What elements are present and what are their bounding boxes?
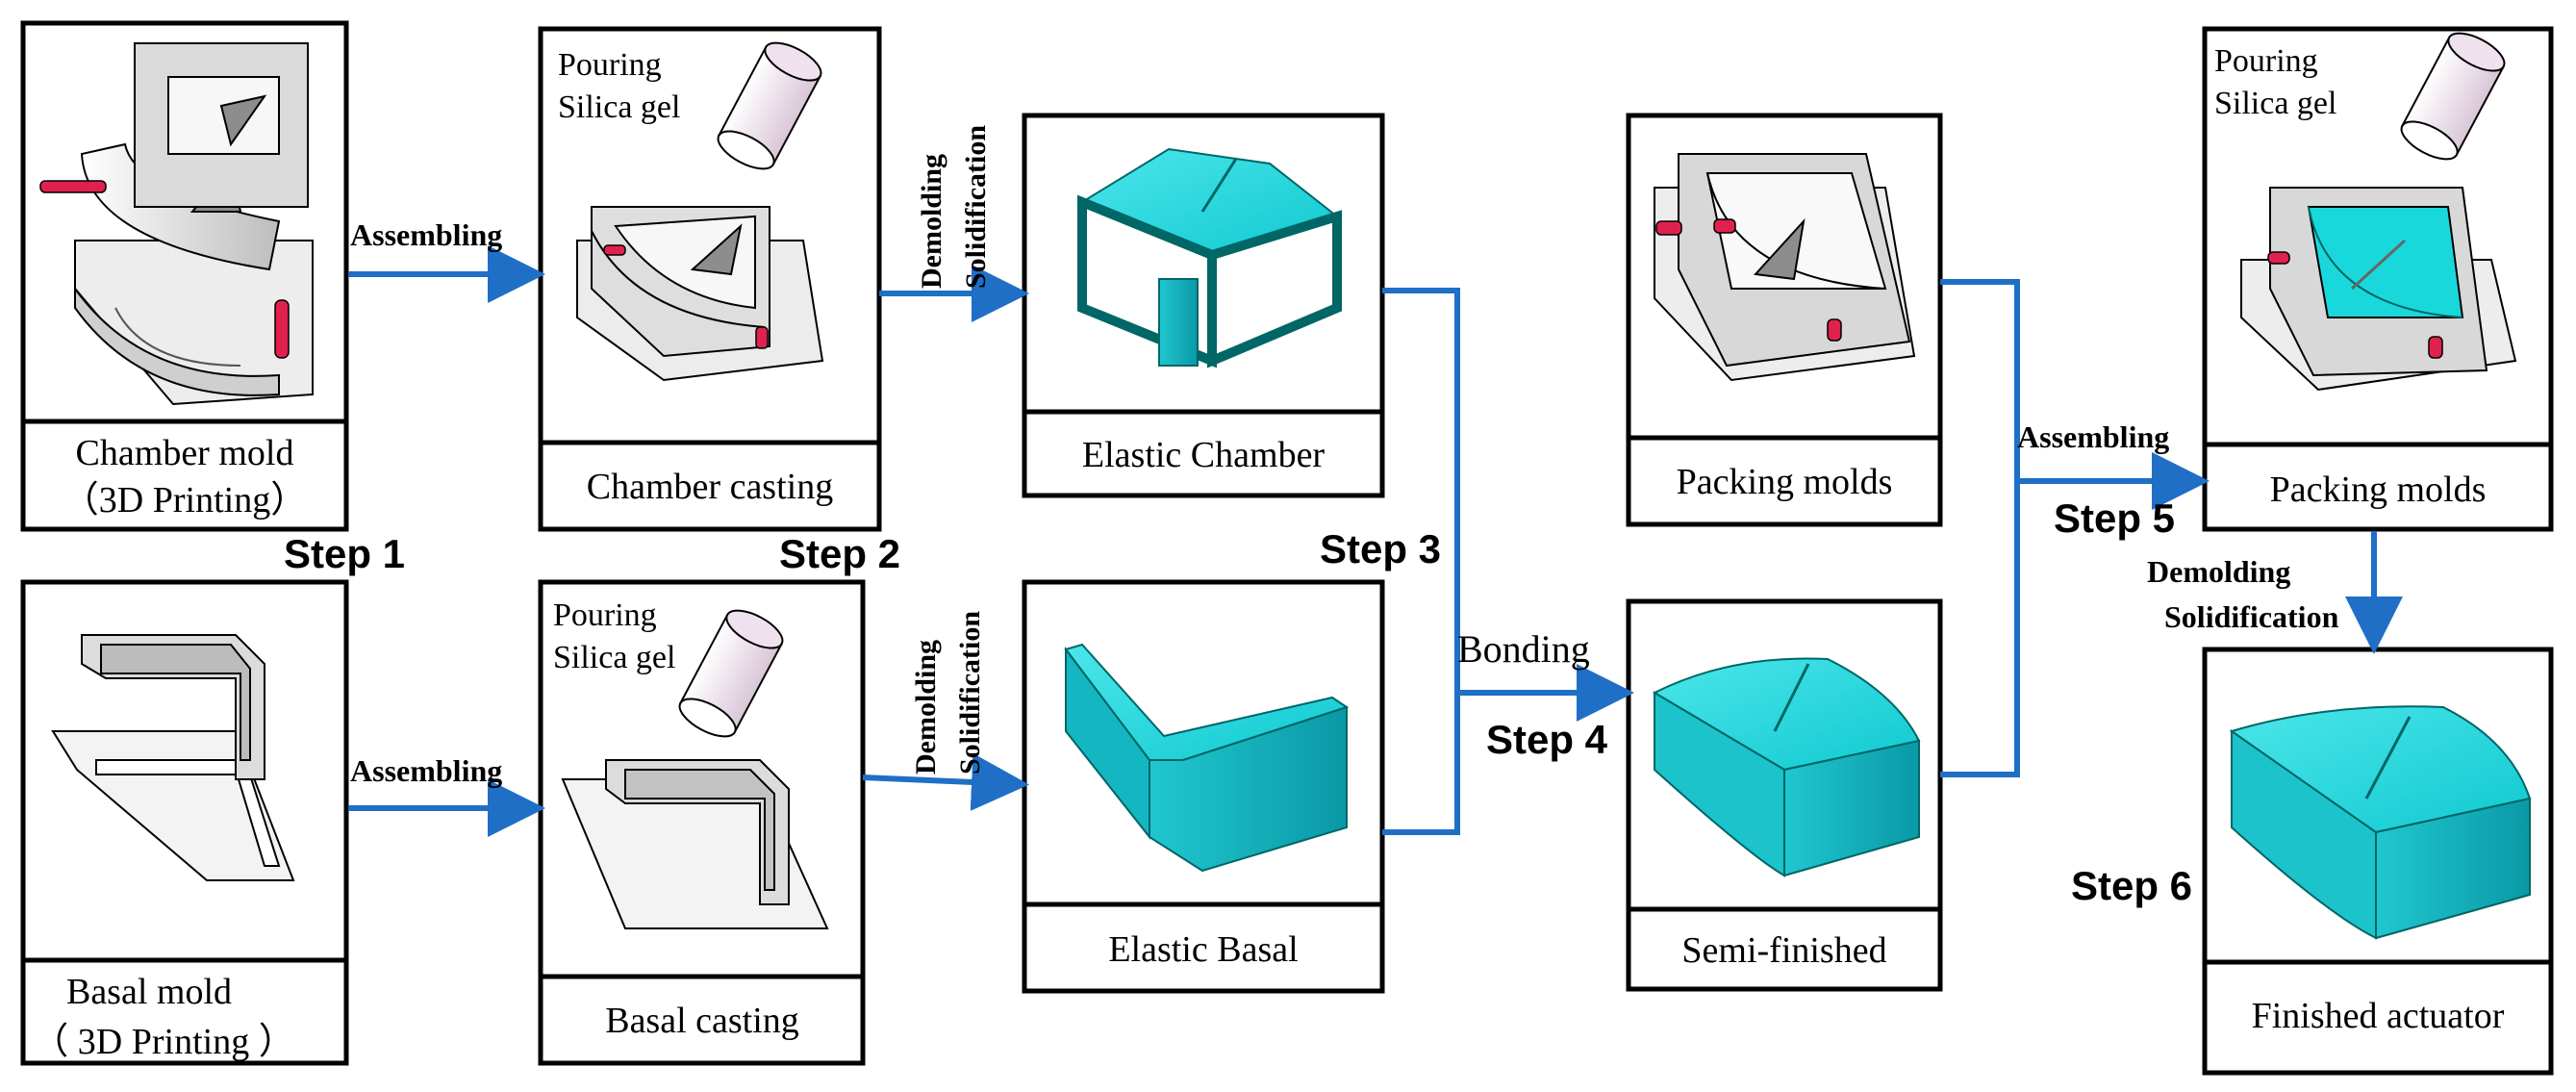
chamber-mold-label-2: （3D Printing） — [63, 480, 307, 521]
basal-mold-label-2: （ 3D Printing ） — [32, 1022, 294, 1062]
basal-mold-label-1: Basal mold — [66, 972, 232, 1012]
elastic-basal-label: Elastic Basal — [1108, 929, 1298, 970]
step-4-label: Step 4 — [1486, 717, 1608, 762]
connector-assembling-right — [1940, 279, 2020, 777]
semi-finished-illustration — [1652, 657, 1921, 877]
elastic-chamber-label: Elastic Chamber — [1082, 435, 1326, 475]
packing-molds-2-label: Packing molds — [2270, 470, 2487, 510]
demold-right-label-2: Solidification — [2164, 599, 2339, 634]
basal-casting-label: Basal casting — [605, 1001, 799, 1041]
demold-top-label-2: Solidification — [960, 125, 992, 289]
chamber-casting-illustration — [576, 41, 824, 382]
packing-molds-2-illustration — [2240, 32, 2517, 392]
elastic-basal-illustration — [1064, 643, 1350, 873]
assembling-right-label: Assembling — [2017, 419, 2169, 454]
assembling-bottom-label: Assembling — [350, 753, 502, 788]
semi-finished-label: Semi-finished — [1681, 930, 1886, 971]
connectors — [348, 245, 2403, 837]
pour-label-3a: Pouring — [2214, 43, 2318, 79]
demold-top-label-1: Demolding — [916, 154, 947, 289]
finished-label: Finished actuator — [2252, 996, 2505, 1036]
packing-molds-1-illustration — [1654, 153, 1916, 382]
basal-mold-illustration — [51, 634, 295, 881]
packing-molds-1-label: Packing molds — [1677, 462, 1893, 502]
chamber-casting-label: Chamber casting — [587, 467, 833, 507]
pour-label-3b: Silica gel — [2214, 86, 2336, 121]
pour-label-2a: Pouring — [553, 597, 657, 633]
bonding-label: Bonding — [1457, 627, 1590, 671]
step-5-label: Step 5 — [2054, 495, 2175, 541]
pour-label-2b: Silica gel — [553, 640, 675, 675]
step-6-label: Step 6 — [2071, 863, 2192, 908]
chamber-mold-illustration — [39, 42, 314, 406]
assembling-top-label: Assembling — [350, 217, 502, 252]
demold-bottom-label-1: Demolding — [910, 640, 942, 775]
finished-illustration — [2229, 705, 2532, 940]
step-2-label: Step 2 — [779, 531, 900, 576]
demold-bottom-label-2: Solidification — [954, 611, 986, 775]
pour-label-1b: Silica gel — [558, 89, 680, 125]
step-3-label: Step 3 — [1320, 526, 1441, 571]
basal-casting-illustration — [561, 609, 829, 929]
pour-label-1a: Pouring — [558, 47, 662, 83]
chamber-mold-label-1: Chamber mold — [76, 433, 294, 473]
arrow-demold-bottom — [862, 752, 1029, 811]
elastic-chamber-illustration — [1077, 147, 1342, 368]
demold-right-label-1: Demolding — [2147, 554, 2290, 589]
connector-bonding — [1382, 288, 1460, 835]
step-1-label: Step 1 — [284, 531, 405, 576]
